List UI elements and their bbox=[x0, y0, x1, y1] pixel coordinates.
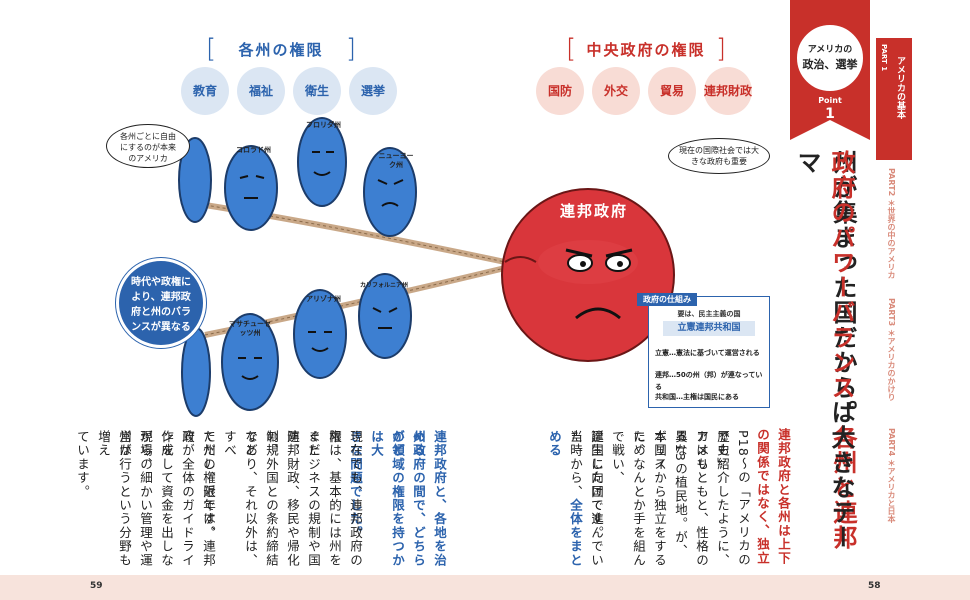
body-col26: ています。 bbox=[75, 430, 90, 499]
balance-note-circle: 時代や政権により、連邦政府と州のバランスが異なる bbox=[116, 258, 206, 348]
body-col25: 州が行うという分野も増え bbox=[96, 430, 132, 567]
body-col15: 限は、基本的には州をまた bbox=[306, 430, 342, 567]
bracket-right: ] bbox=[345, 34, 356, 64]
point-ribbon bbox=[790, 0, 870, 140]
chip-federal-finance: 連邦財政 bbox=[704, 67, 752, 115]
ball-label: 連邦政府 bbox=[560, 202, 629, 220]
body-col8: 建国に向けて進んでいた bbox=[568, 430, 604, 567]
desc: 50の州（邦）が連なっている bbox=[655, 371, 763, 391]
character-partial-top bbox=[178, 137, 212, 223]
title-line2-red: 政府のパワーバランス bbox=[827, 150, 855, 400]
body-col13: きな問題でした。 bbox=[348, 430, 363, 540]
mechanism-row-2: 連邦…50の州（邦）が連なっている bbox=[655, 371, 763, 391]
body-col14: 現在でも、連邦政府の権 bbox=[327, 430, 363, 567]
title-line1-black: 州が集まった国だから。 bbox=[829, 150, 857, 425]
label-massachusetts: マサチューセッツ州 bbox=[229, 320, 271, 337]
chip-diplomacy: 外交 bbox=[592, 67, 640, 115]
body-col9-text: 当時から、 bbox=[568, 430, 583, 499]
footer-bar bbox=[0, 575, 970, 600]
body-col22: 府が全体のガイドラインを bbox=[159, 430, 195, 567]
term: 連邦 bbox=[655, 371, 669, 379]
sidebar-part3[interactable]: PART3 ＊アメリカのかけり bbox=[887, 298, 896, 401]
body-col20: て州の権限です。 bbox=[201, 430, 216, 540]
body-col2: でも紹介したように、アメリ bbox=[694, 430, 730, 567]
mechanism-row-3: 共和国…主権は国民にある bbox=[655, 393, 739, 401]
body-col9: 当時から、全体をまとめる bbox=[544, 430, 586, 570]
sidebar-part1-label: PART 1 bbox=[880, 44, 888, 72]
chip-election: 選挙 bbox=[349, 67, 397, 115]
sidebar-part1-text: アメリカの基本 bbox=[895, 56, 905, 119]
title-line1: 州が集まった国だから。各州と連邦 bbox=[826, 150, 860, 570]
federal-heading: [ 中央政府の権限 ] bbox=[566, 34, 726, 64]
federal-government-ball bbox=[501, 188, 675, 362]
body-col12: の領域の権限を持つかは大 bbox=[369, 430, 405, 567]
character-colorado bbox=[224, 145, 278, 231]
sidebar-part2[interactable]: PART2 ＊世界の中のアメリカ bbox=[887, 168, 896, 279]
title-line2: 政府のパワーバランスは大きなテーマ bbox=[790, 150, 858, 570]
page-number-right: 58 bbox=[868, 581, 881, 591]
label-arizona: アリゾナ州 bbox=[306, 295, 341, 303]
body-col10: 連邦政府と、各地を治める bbox=[411, 430, 447, 567]
page-number-left: 59 bbox=[90, 581, 103, 591]
chip-trade: 貿易 bbox=[648, 67, 696, 115]
label-newyork: ニューヨーク州 bbox=[378, 152, 414, 169]
states-heading-text: 各州の権限 bbox=[238, 40, 324, 59]
mechanism-name: 立憲連邦共和国 bbox=[663, 321, 755, 336]
bracket-right: ] bbox=[715, 34, 726, 64]
mechanism-box: 政府の仕組み 要は、民主主義の国 立憲連邦共和国 立憲…憲法に基づいて運営される… bbox=[637, 293, 770, 408]
sidebar-part4[interactable]: PART4 ＊アメリカと日本 bbox=[887, 428, 896, 523]
body-col1: P18〜の「アメリカの歴史」 bbox=[715, 430, 751, 567]
character-newyork bbox=[363, 147, 417, 237]
states-heading: [ 各州の権限 ] bbox=[206, 34, 356, 64]
body-col16: ぐビジネスの規制や国防、 bbox=[285, 430, 321, 567]
body-col18: 制、外国との条約締結など bbox=[243, 430, 279, 567]
term: 共和国 bbox=[655, 393, 676, 401]
body-col17: 連邦財政、移民や帰化の規 bbox=[264, 430, 300, 567]
desc: 主権は国民にある bbox=[683, 393, 739, 401]
body-col3: カはもともと、性格の異な bbox=[673, 430, 709, 567]
ribbon-line1: アメリカの bbox=[807, 45, 853, 55]
character-california bbox=[358, 273, 412, 359]
character-massachusetts bbox=[221, 313, 279, 411]
body-col6: に、なんとか手を組んで戦い、 bbox=[610, 430, 646, 567]
mechanism-row-1: 立憲…憲法に基づいて運営される bbox=[655, 349, 760, 357]
body-col23: 作成して資金を出しながら、 bbox=[138, 430, 174, 567]
bracket-left: [ bbox=[566, 34, 577, 64]
body-col9-highlight: 全体をまとめる bbox=[547, 430, 583, 567]
chip-welfare: 福祉 bbox=[237, 67, 285, 115]
character-florida bbox=[297, 117, 347, 207]
title-line1-red: 各州と連邦 bbox=[829, 425, 857, 550]
desc: 憲法に基づいて運営される bbox=[676, 349, 760, 357]
body-lead: 連邦政府と各州は上下の関係ではなく、独立 bbox=[755, 428, 791, 565]
label-california: カリフォルニア州 bbox=[360, 282, 409, 289]
body-col21: ただし、近年は、連邦政 bbox=[180, 430, 216, 567]
ribbon-point-num: 1 bbox=[825, 106, 835, 122]
chip-health: 衛生 bbox=[293, 67, 341, 115]
body-col24: 現場の細かい管理や運営は bbox=[117, 430, 153, 567]
states-speech-bubble: 各州ごとに自由にするのが本来のアメリカ bbox=[106, 124, 190, 168]
label-colorado: コロラド州 bbox=[236, 146, 271, 154]
term: 立憲 bbox=[655, 349, 669, 357]
bracket-left: [ bbox=[206, 34, 217, 64]
ribbon-line2: 政治、選挙 bbox=[802, 58, 858, 71]
federal-heading-text: 中央政府の権限 bbox=[586, 40, 706, 59]
body-col11: 州政府の間で、どちらがど bbox=[390, 430, 426, 567]
mechanism-tab: 政府の仕組み bbox=[637, 293, 697, 306]
character-arizona bbox=[293, 289, 347, 379]
body-col5: ギリスから独立をするため bbox=[631, 430, 667, 567]
chip-defense: 国防 bbox=[536, 67, 584, 115]
label-florida: フロリダ州 bbox=[306, 121, 341, 129]
sidebar-part1-tab[interactable]: PART 1 アメリカの基本 bbox=[876, 38, 912, 160]
federal-speech-bubble: 現在の国際社会では大きな政府も重要 bbox=[668, 138, 770, 174]
mechanism-sub: 要は、民主主義の国 bbox=[677, 310, 741, 318]
chip-education: 教育 bbox=[181, 67, 229, 115]
ribbon-point-label: Point bbox=[818, 96, 842, 105]
title-line2-black: は大きなテーマ bbox=[793, 150, 855, 550]
body-col7: 誕生した国です。 bbox=[589, 430, 604, 540]
body-col19: であり、それ以外は、すべ bbox=[222, 430, 258, 567]
character-partial-bottom bbox=[181, 327, 211, 417]
body-col4: る13の植民地。が、本国イ bbox=[652, 430, 688, 558]
